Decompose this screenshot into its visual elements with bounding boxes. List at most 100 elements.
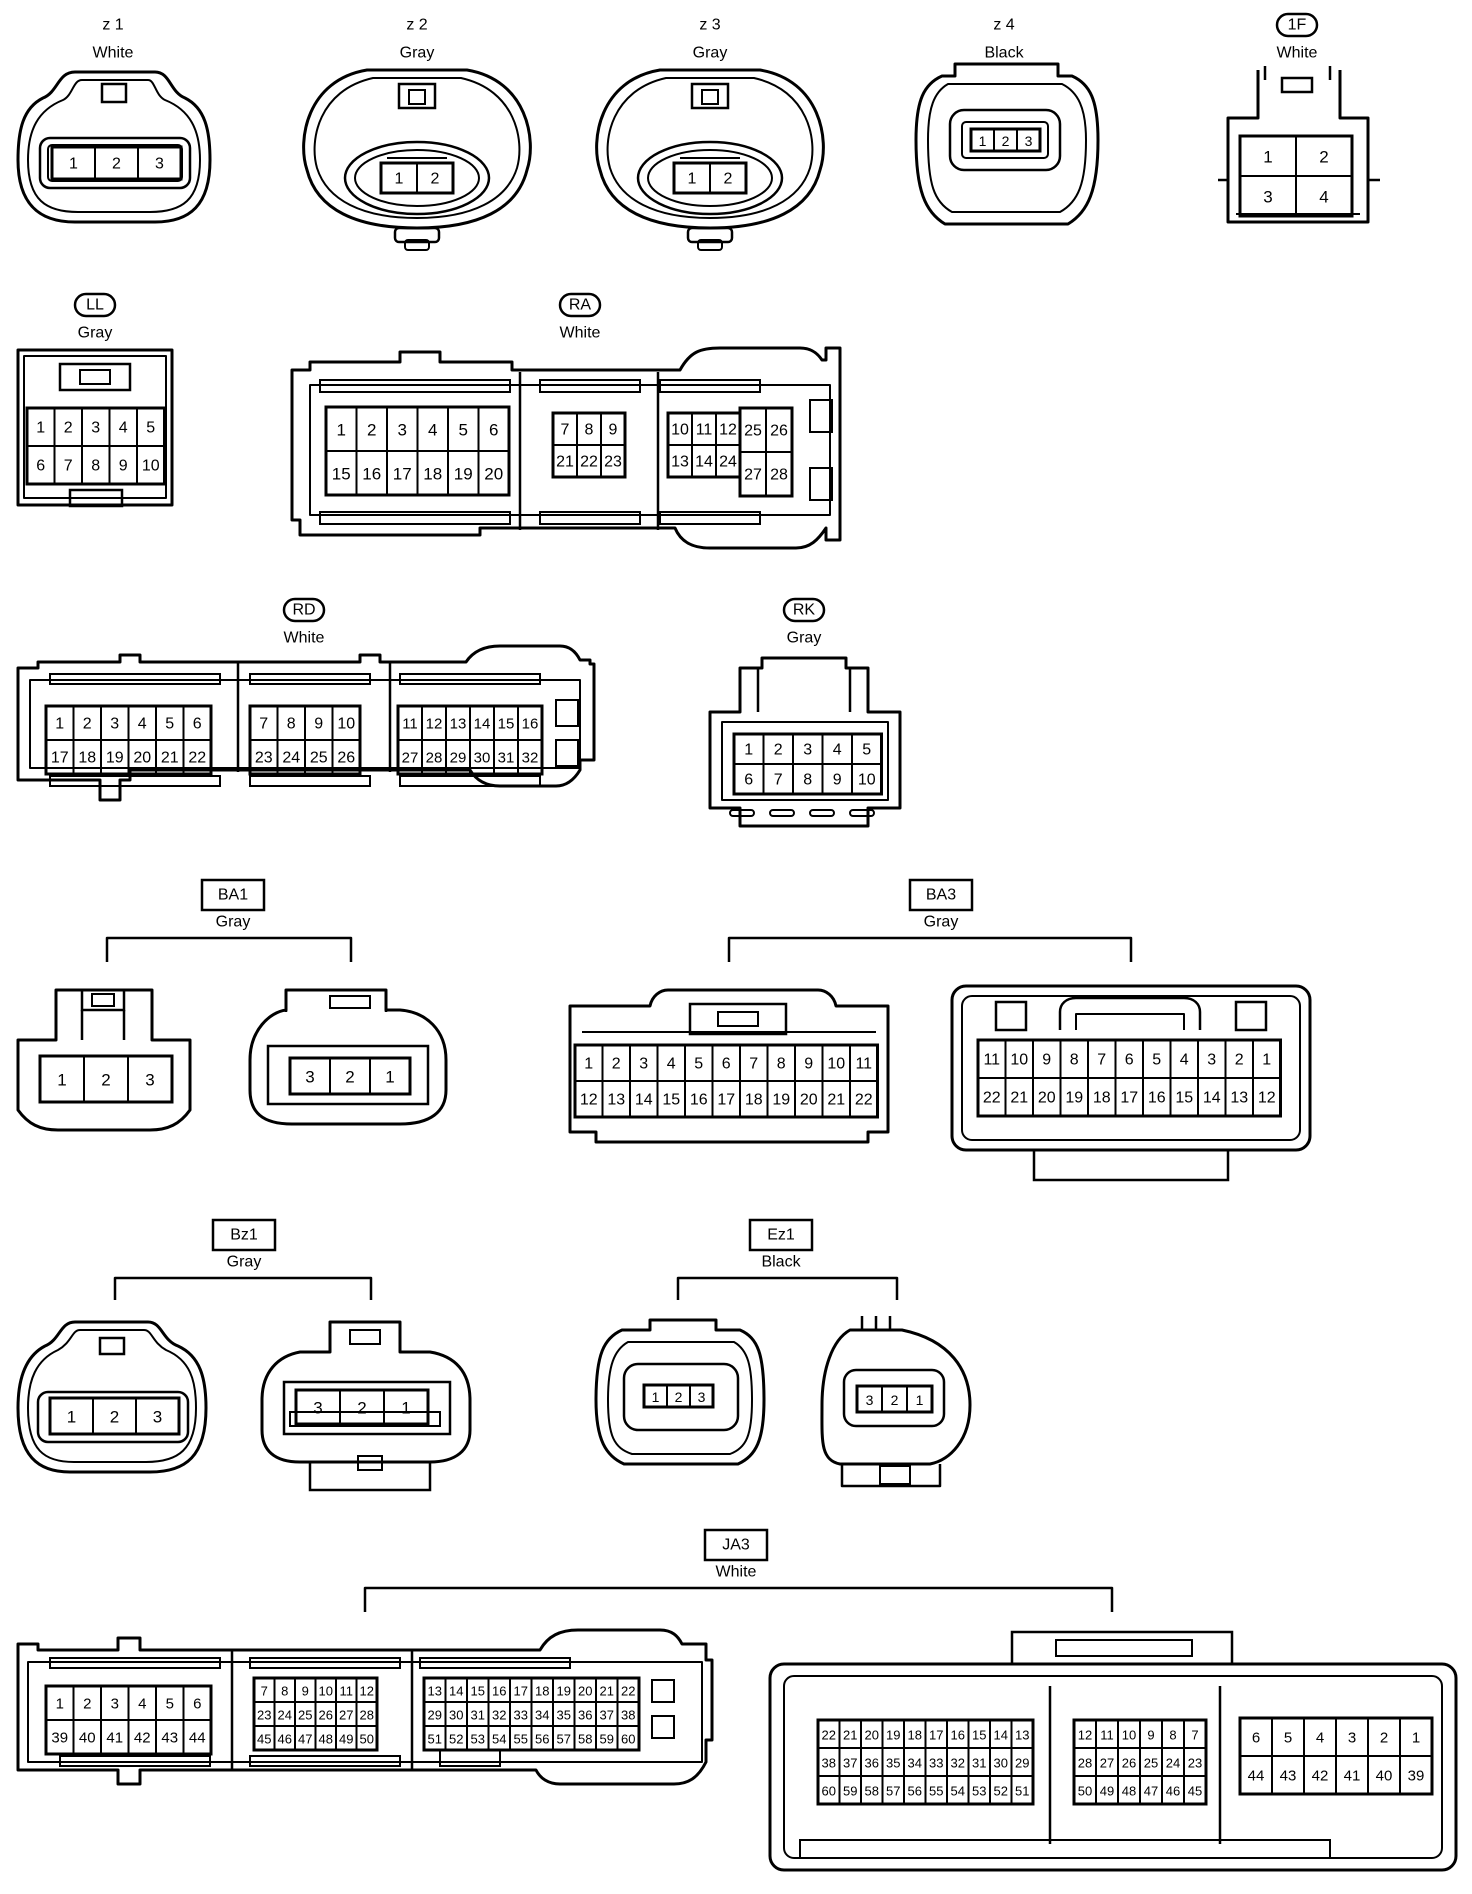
pin-number: 14: [695, 454, 713, 471]
pin-number: 3: [1207, 1052, 1216, 1069]
pin-number: 24: [719, 454, 737, 471]
lock-posts: [1263, 66, 1332, 80]
housing-outline: [820, 1328, 972, 1466]
pin-number: 7: [774, 772, 783, 789]
latch-slot: [249, 1657, 401, 1669]
pin-number: 30: [994, 1756, 1008, 1771]
connector-code: RA: [569, 297, 592, 314]
pin-block: [396, 704, 544, 776]
latch-slot: [419, 1657, 571, 1669]
housing-inner: [27, 1329, 197, 1463]
pin-number: 26: [319, 1708, 333, 1723]
pin-number: 6: [1125, 1052, 1134, 1069]
pin-number: 4: [1319, 188, 1328, 207]
code-badge: [748, 1218, 814, 1252]
connector-code: RD: [292, 602, 315, 619]
bracket-line: [727, 936, 1133, 962]
pin-number: 15: [471, 1684, 485, 1699]
housing-outline: [594, 1318, 766, 1466]
pin-frame: [36, 1390, 190, 1444]
pin-number: 10: [1010, 1052, 1028, 1069]
pin-number: 2: [357, 1399, 366, 1418]
pin-cavity-ring: [636, 140, 784, 216]
pin-number: 22: [188, 750, 206, 767]
pin-number: 9: [804, 1056, 813, 1073]
pin-number: 2: [64, 420, 73, 437]
pin-number: 28: [770, 467, 788, 484]
pin-number: 1: [36, 420, 45, 437]
lock-tab: [100, 82, 128, 104]
connector-code: z 4: [993, 17, 1014, 34]
pin-number: 34: [535, 1708, 549, 1723]
pin-number: 10: [142, 458, 160, 475]
pin-number: 36: [865, 1756, 879, 1771]
pin-number: 53: [972, 1784, 986, 1799]
wire-color: White: [93, 45, 134, 62]
side-lock: [651, 1715, 675, 1739]
pin-number: 23: [255, 750, 273, 767]
pin-number: 10: [827, 1056, 845, 1073]
pin-number: 49: [339, 1732, 353, 1747]
connector-code: Bz1: [230, 1227, 258, 1244]
pin-block: [324, 405, 511, 497]
pin-number: 15: [498, 716, 515, 733]
pin-number: 9: [833, 772, 842, 789]
pin-number: 30: [449, 1708, 463, 1723]
pin-number: 32: [492, 1708, 506, 1723]
pin-number: 59: [600, 1732, 614, 1747]
pin-number: 6: [1252, 1730, 1260, 1747]
pin-block: [732, 732, 883, 796]
bottom-latch: [357, 1455, 383, 1471]
pin-number: 18: [535, 1684, 549, 1699]
housing-outline: [708, 656, 902, 828]
pin-number: 12: [719, 422, 737, 439]
pin-number: 57: [557, 1732, 571, 1747]
pin-number: 38: [822, 1756, 836, 1771]
pin-number: 3: [1348, 1730, 1356, 1747]
pin-number: 46: [278, 1732, 292, 1747]
pin-number: 52: [449, 1732, 463, 1747]
pin-number: 32: [951, 1756, 965, 1771]
pin-number: 1: [1263, 148, 1272, 167]
pin-cavity-ring: [343, 140, 491, 216]
bracket-line: [105, 936, 353, 962]
pin-number: 22: [983, 1090, 1001, 1107]
pin-block: [252, 1676, 379, 1752]
lock-latch: [717, 1011, 759, 1027]
pin-number: 28: [426, 750, 443, 767]
bottom-tab: [686, 226, 734, 244]
housing-inner: [23, 355, 167, 499]
pin-frame: [266, 1044, 430, 1106]
pin-number: 51: [1015, 1784, 1029, 1799]
lock-tab: [98, 1336, 126, 1356]
pin-number: 36: [578, 1708, 592, 1723]
pin-number: 3: [110, 716, 119, 733]
pin-number: 25: [744, 423, 762, 440]
pin-number: 5: [166, 1696, 174, 1713]
pin-number: 21: [600, 1684, 614, 1699]
pin-number: 33: [929, 1756, 943, 1771]
pin-number: 2: [612, 1056, 621, 1073]
latch-slot: [49, 673, 221, 685]
pin-number: 21: [1010, 1090, 1028, 1107]
pin-number: 40: [79, 1730, 96, 1747]
pin-number: 3: [1263, 188, 1272, 207]
wire-color: Gray: [400, 45, 435, 62]
housing-inner: [721, 721, 889, 801]
pin-number: 2: [724, 171, 733, 188]
pin-number: 1: [979, 133, 987, 149]
housing-outline: [16, 1320, 208, 1474]
housing-outline: [16, 348, 174, 507]
pin-number: 3: [305, 1068, 314, 1087]
block-divider: [236, 662, 392, 772]
lock-posts: [328, 1322, 402, 1352]
connector-code: z 2: [406, 17, 427, 34]
pin-number: 2: [1235, 1052, 1244, 1069]
pin-number: 19: [454, 465, 473, 484]
pin-number: 20: [800, 1092, 818, 1109]
pin-frame: [38, 136, 192, 190]
